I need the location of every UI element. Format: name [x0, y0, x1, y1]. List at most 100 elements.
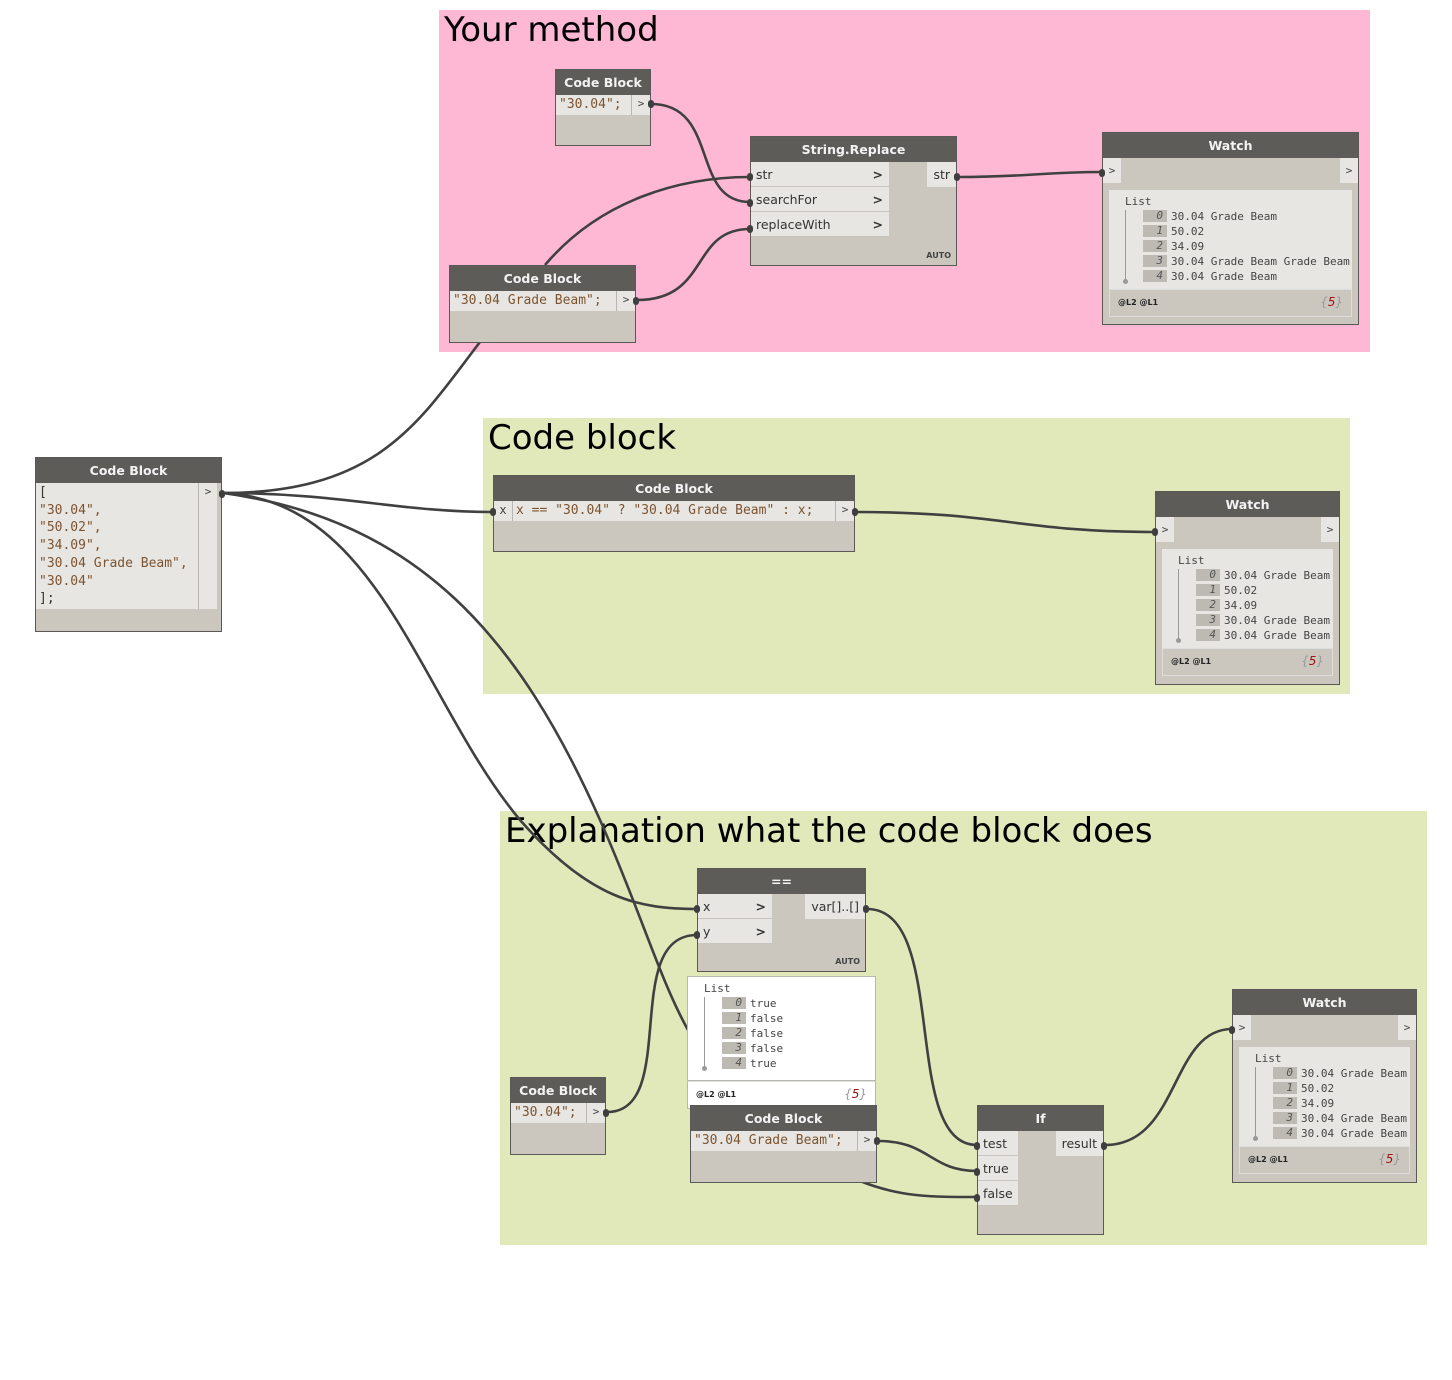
list-index: 1 — [1143, 225, 1167, 237]
input-port-dot[interactable] — [974, 1194, 980, 1202]
output-port-dot[interactable] — [863, 905, 869, 913]
code-block-search-for[interactable]: Code Block "30.04"; > — [555, 69, 654, 146]
output-port[interactable]: > — [1321, 517, 1339, 542]
list-index: 0 — [1196, 569, 1220, 581]
list-value: 34.09 — [1224, 599, 1258, 612]
preview-footer: @L2 @L1 {5} — [1109, 289, 1352, 317]
code-editor[interactable]: "30.04 Grade Beam"; — [691, 1131, 857, 1151]
code-block-replace-with[interactable]: Code Block "30.04 Grade Beam"; > — [449, 265, 639, 343]
input-port-false[interactable]: false — [978, 1181, 1018, 1206]
if-node[interactable]: If test true false result — [974, 1105, 1107, 1235]
item-count: {5} — [1301, 654, 1324, 668]
list-value: 30.04 Grade Beam — [1224, 629, 1330, 642]
item-count: {5} — [1378, 1152, 1401, 1166]
code-block-replace-value[interactable]: Code Block "30.04 Grade Beam"; > — [690, 1105, 880, 1183]
code-block-source-list[interactable]: Code Block ["30.04","50.02","34.09","30.… — [35, 457, 225, 632]
list-value: 30.04 Grade Beam — [1301, 1067, 1407, 1080]
input-port-test[interactable]: test — [978, 1131, 1018, 1156]
input-port-str[interactable]: str> — [751, 162, 889, 187]
output-port-var[interactable]: var[]..[] — [805, 894, 865, 919]
code-editor[interactable]: "30.04"; — [511, 1103, 586, 1123]
output-port-dot[interactable] — [219, 490, 225, 498]
input-port-dot[interactable] — [1152, 528, 1158, 536]
output-port[interactable]: > — [835, 501, 854, 521]
output-port[interactable]: > — [631, 95, 650, 115]
output-port-dot[interactable] — [852, 508, 858, 516]
input-port-dot[interactable] — [694, 905, 700, 913]
list-index: 1 — [722, 1012, 746, 1024]
input-port-x[interactable]: x> — [698, 894, 772, 919]
code-line: [ — [39, 485, 47, 500]
list-value: true — [750, 1057, 777, 1070]
output-port[interactable]: > — [1398, 1015, 1416, 1040]
code-editor[interactable]: ["30.04","50.02","34.09","30.04 Grade Be… — [36, 483, 198, 609]
node-title: Code Block — [556, 70, 650, 95]
input-port-y[interactable]: y> — [698, 919, 772, 944]
code-block-conditional[interactable]: Code Block x x == "30.04" ? "30.04 Grade… — [490, 475, 858, 552]
input-port-dot[interactable] — [747, 173, 753, 181]
list-index: 2 — [722, 1027, 746, 1039]
input-port-dot[interactable] — [1229, 1026, 1235, 1034]
node-title: Code Block — [494, 476, 854, 501]
output-port-dot[interactable] — [954, 173, 960, 181]
list-levels[interactable]: @L2 @L1 — [1171, 657, 1212, 666]
output-port-str[interactable]: str — [927, 162, 956, 187]
list-index: 3 — [1143, 255, 1167, 267]
input-port[interactable]: > — [1156, 517, 1174, 542]
code-editor[interactable]: "30.04"; — [556, 95, 631, 115]
input-port-dot[interactable] — [1099, 169, 1105, 177]
input-port-dot[interactable] — [747, 225, 753, 233]
list-value: true — [750, 997, 777, 1010]
input-port[interactable]: > — [1103, 158, 1121, 183]
input-port-dot[interactable] — [974, 1168, 980, 1176]
lacing-label[interactable]: AUTO — [926, 251, 951, 260]
input-port-replacewith[interactable]: replaceWith> — [751, 212, 889, 237]
lacing-label[interactable]: AUTO — [835, 957, 860, 966]
code-editor[interactable]: "30.04 Grade Beam"; — [450, 291, 616, 311]
output-port-dot[interactable] — [648, 100, 654, 108]
node-title: Code Block — [450, 266, 635, 291]
list-levels[interactable]: @L2 @L1 — [1248, 1155, 1289, 1164]
list-label: List — [1125, 195, 1152, 208]
input-port-dot[interactable] — [694, 931, 700, 939]
code-editor[interactable]: x == "30.04" ? "30.04 Grade Beam" : x; — [513, 501, 835, 521]
input-port-dot[interactable] — [747, 199, 753, 207]
input-port-dot[interactable] — [490, 508, 496, 516]
code-block-search-value[interactable]: Code Block "30.04"; > — [510, 1077, 609, 1155]
output-port-dot[interactable] — [874, 1137, 880, 1145]
list-levels[interactable]: @L2 @L1 — [1118, 298, 1159, 307]
input-port-dot[interactable] — [974, 1142, 980, 1150]
output-port[interactable]: > — [586, 1103, 605, 1123]
string-replace-node[interactable]: String.Replace str> searchFor> replaceWi… — [747, 136, 960, 266]
output-port-result[interactable]: result — [1055, 1131, 1103, 1156]
code-line: "30.04" — [39, 573, 94, 589]
list-value: 50.02 — [1224, 584, 1258, 597]
list-levels[interactable]: @L2 @L1 — [696, 1090, 737, 1099]
input-port[interactable]: > — [1233, 1015, 1251, 1040]
list-value: 50.02 — [1171, 225, 1205, 238]
output-port-dot[interactable] — [633, 297, 639, 305]
output-port-dot[interactable] — [1101, 1142, 1107, 1150]
output-port[interactable]: > — [1340, 158, 1358, 183]
input-port-true[interactable]: true — [978, 1156, 1018, 1181]
chevron-right-icon: > — [872, 217, 883, 232]
output-port-dot[interactable] — [603, 1109, 609, 1117]
list-value: false — [750, 1042, 784, 1055]
code-line: ]; — [39, 591, 55, 607]
list-value: 30.04 Grade Beam — [1171, 210, 1277, 223]
input-port-searchfor[interactable]: searchFor> — [751, 187, 889, 212]
input-port-x[interactable]: x — [494, 501, 513, 521]
output-port[interactable]: > — [198, 483, 217, 609]
equals-node[interactable]: == x> y> var[]..[] AUTO — [694, 868, 869, 972]
